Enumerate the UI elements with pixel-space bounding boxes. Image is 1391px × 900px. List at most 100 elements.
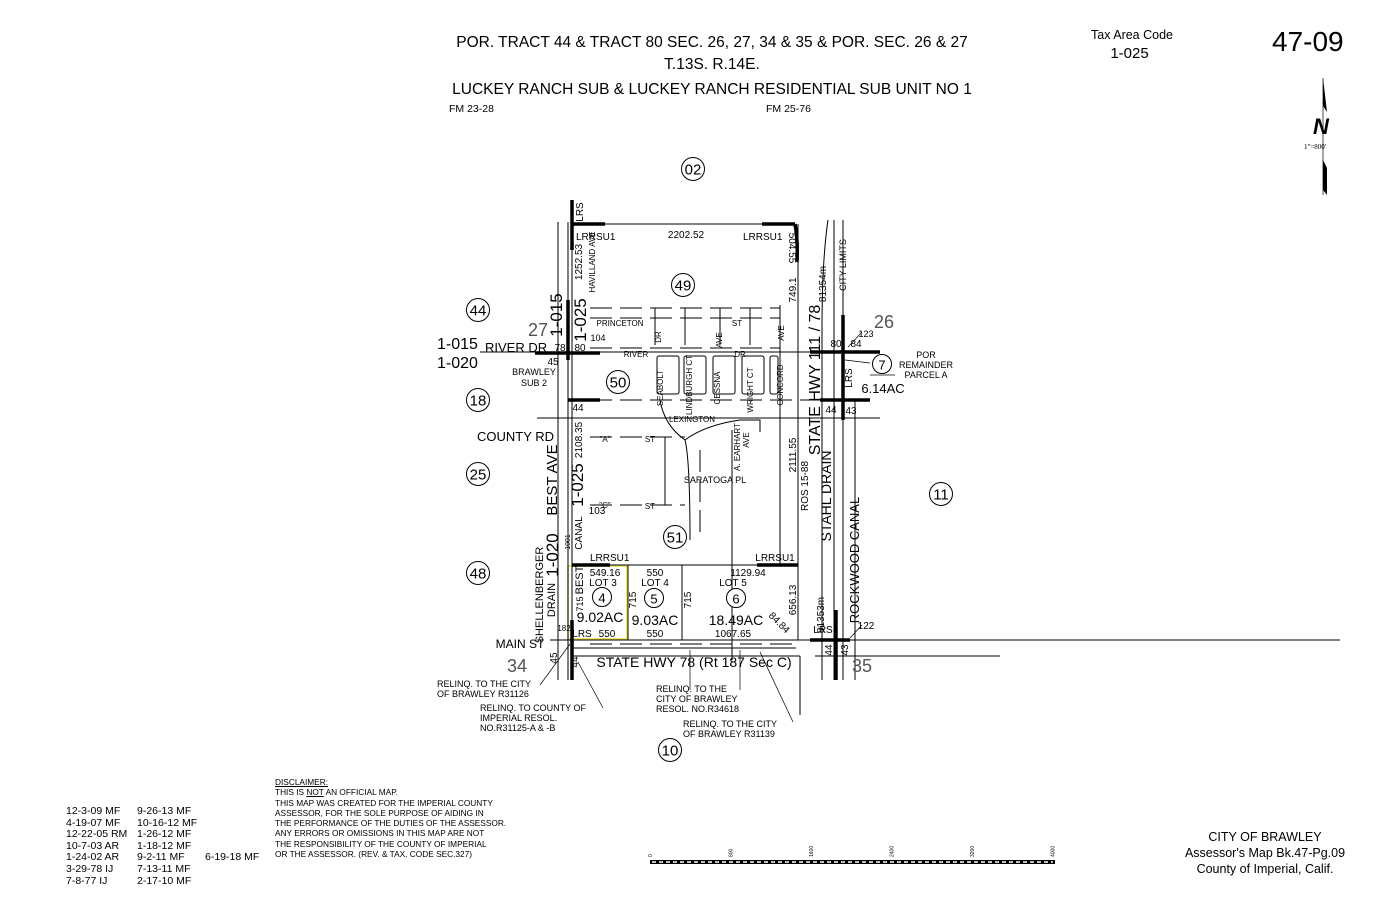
parcel-label: 7 xyxy=(878,358,885,373)
footer-city: CITY OF BRAWLEY xyxy=(1208,830,1322,844)
parcel-label: 51 xyxy=(667,530,684,547)
parcel-circle xyxy=(872,354,892,374)
parcel-label: 50 xyxy=(610,375,627,392)
scale-tick-label: 2400 xyxy=(890,846,896,857)
map-label: 715 xyxy=(628,591,639,608)
parcel-label: 10 xyxy=(662,743,679,760)
disclaimer-line: OR THE ASSESSOR. (REV. & TAX. CODE SEC.3… xyxy=(275,849,473,860)
parcel-label: 48 xyxy=(470,566,487,583)
disclaimer: DISCLAIMER: THIS IS NOT AN OFFICIAL MAP.… xyxy=(275,777,506,859)
map-label: 9.03AC xyxy=(632,612,679,628)
parcel-number-18: 18 xyxy=(466,388,490,412)
map-label: 1-015 xyxy=(547,293,566,336)
map-title-line3: LUCKEY RANCH SUB & LUCKEY RANCH RESIDENT… xyxy=(452,81,972,98)
map-label: LRRSU1 xyxy=(590,553,630,564)
map-label: 18.49AC xyxy=(709,612,763,628)
map-label: CESSNA xyxy=(713,371,722,405)
parcel-circle xyxy=(592,587,612,607)
map-label: MAIN ST xyxy=(496,637,545,651)
map-label: STAHL DRAIN xyxy=(818,450,834,541)
map-label: 44 xyxy=(572,403,584,414)
parcel-circle xyxy=(671,273,695,297)
map-label: STATE HWY 111 / 78 xyxy=(807,305,824,456)
map-label: 2108.35 xyxy=(574,421,585,458)
map-label: ROCKWOOD CANAL xyxy=(847,497,862,623)
revision-entry: 1-24-02 AR xyxy=(66,851,120,864)
parcel-number-10: 10 xyxy=(658,738,682,762)
disclaimer-line: ASSESSOR, FOR THE SOLE PURPOSE OF AIDING… xyxy=(275,807,484,818)
parcel-circle xyxy=(606,370,630,394)
scale-tick-label: 3200 xyxy=(970,846,976,857)
parcel-number-48: 48 xyxy=(466,561,490,585)
map-label: 182 xyxy=(557,624,571,633)
map-label: DRAIN xyxy=(546,583,558,617)
disclaimer-text: AN OFFICIAL MAP. xyxy=(323,787,398,798)
map-label: 749.1 xyxy=(788,277,799,302)
map-label: RELINQ. TO THE CITY xyxy=(683,719,777,729)
parcel-circle xyxy=(466,388,490,412)
parcel-number-49: 49 xyxy=(671,273,695,297)
parcel-circle xyxy=(929,482,953,506)
map-label: NO.R31125-A & -B xyxy=(480,723,555,733)
parcel-circle xyxy=(466,298,490,322)
map-label: ROS 15-88 xyxy=(800,461,811,511)
map-label: 9.02AC xyxy=(577,609,624,625)
north-arrow-icon xyxy=(1322,78,1327,195)
map-label: LRS xyxy=(813,625,833,636)
map-label: LOT 3 xyxy=(589,578,617,589)
map-label: 550 xyxy=(647,629,664,640)
revision-entry: 9-26-13 MF xyxy=(137,805,192,817)
map-label: 550 xyxy=(599,629,616,640)
parcel-label: 49 xyxy=(675,278,692,295)
parcel-number-02: 02 xyxy=(681,157,705,181)
map-label: 104 xyxy=(590,333,605,343)
parcel-label: 4 xyxy=(598,591,605,606)
map-label: WRIGHT CT xyxy=(746,367,755,412)
map-label: STATE HWY 78 (Rt 187 Sec C) xyxy=(596,654,791,670)
map-title-line2: T.13S. R.14E. xyxy=(664,56,760,73)
parcel-number-6: 6 xyxy=(726,588,746,608)
fm-left: FM 23-28 xyxy=(449,103,494,115)
map-label: SUB 2 xyxy=(521,378,547,388)
map-label: LRS xyxy=(844,368,855,388)
map-label: 549.16 xyxy=(590,568,621,579)
revision-entry: 9-2-11 MF xyxy=(137,851,185,864)
revision-extra: 6-19-18 MF xyxy=(205,851,260,863)
map-label: 103 xyxy=(589,506,606,517)
revision-entry: 2-17-10 MF xyxy=(137,874,192,887)
map-number: 47-09 xyxy=(1272,26,1344,57)
revision-entry: 12-22-05 RM xyxy=(66,828,128,841)
map-label: 45 xyxy=(547,357,559,368)
disclaimer-line: ANY ERRORS OR OMISSIONS IN THIS MAP ARE … xyxy=(275,828,485,839)
map-label: ST xyxy=(645,502,655,511)
map-label: 84 xyxy=(850,339,862,350)
map-label: CONCORD xyxy=(776,364,785,406)
map-label: 43 xyxy=(840,644,851,656)
map-label: COUNTY RD xyxy=(477,429,554,444)
revision-entry: 3-29-78 IJ xyxy=(66,862,114,875)
revision-entry: 7-13-11 MF xyxy=(137,862,191,875)
revision-entry: 10-16-12 MF xyxy=(137,816,198,829)
map-label: OF BRAWLEY R31126 xyxy=(437,689,529,699)
map-linework xyxy=(480,200,1340,723)
map-label: AVE xyxy=(715,332,724,347)
map-label: 123 xyxy=(858,329,873,339)
scale-tick-label: 1600 xyxy=(809,846,815,857)
map-label: AVE xyxy=(742,432,751,447)
map-label: BEST AVE xyxy=(544,444,561,515)
map-label: 80 xyxy=(574,343,586,354)
map-label: 26 xyxy=(874,312,894,332)
map-label: A. EARHART xyxy=(733,423,742,471)
map-label: POR xyxy=(916,350,936,360)
map-label: LRRSU1 xyxy=(743,232,783,243)
parcel-number-7: 7 xyxy=(872,354,892,374)
map-label: 550 xyxy=(647,568,664,579)
map-label: 1252.53 xyxy=(574,243,585,280)
scale-ratio: 1"=800' xyxy=(1304,143,1327,151)
map-label: IMPERIAL RESOL. xyxy=(480,713,557,723)
map-label: CITY LIMITS xyxy=(838,239,848,291)
tax-area-label: Tax Area Code xyxy=(1091,28,1173,42)
parcel-number-4: 4 xyxy=(592,587,612,607)
scale-tick-label: 0 xyxy=(648,854,654,857)
